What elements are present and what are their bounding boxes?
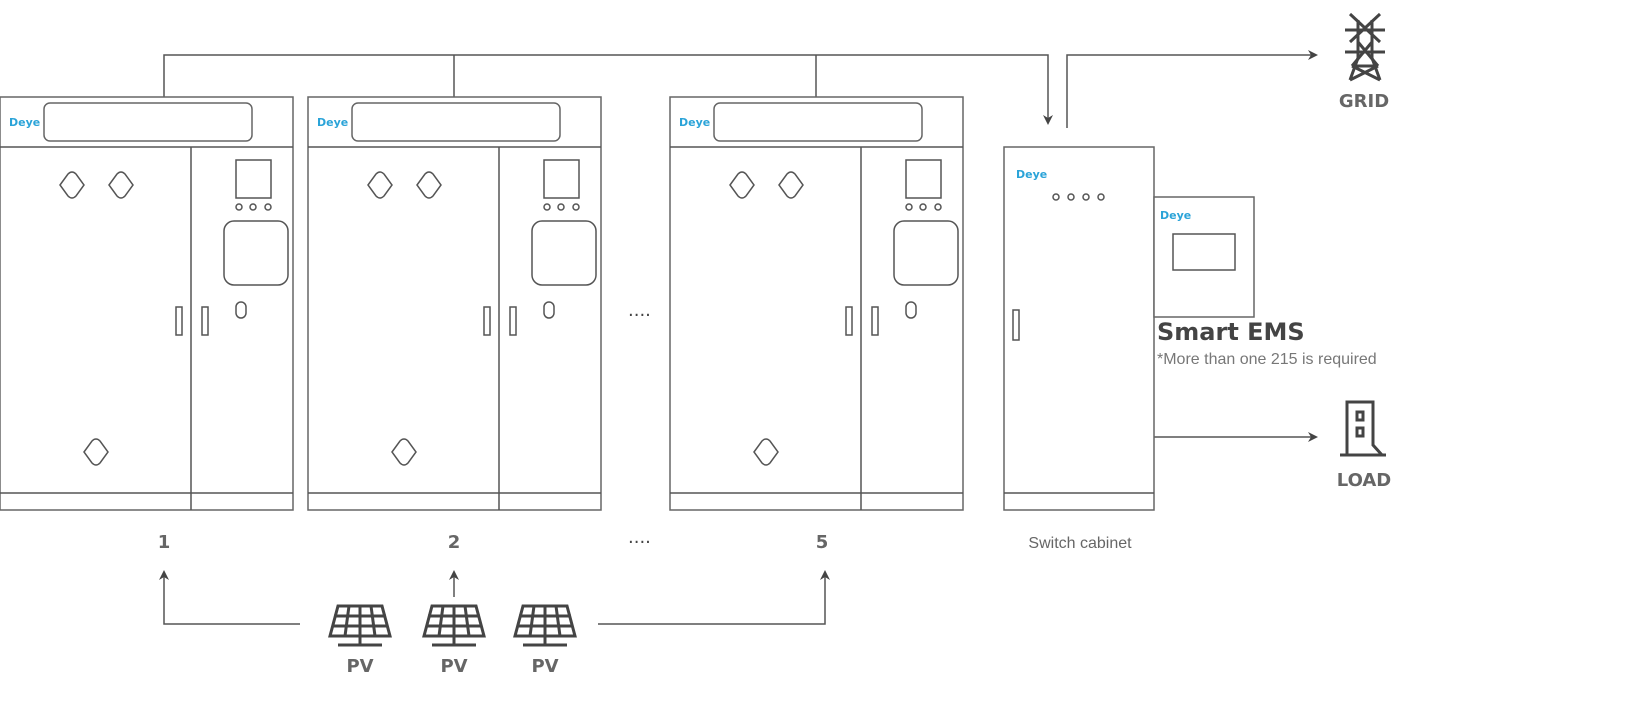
ems-title: Smart EMS: [1157, 318, 1305, 346]
pv-label: PV: [531, 656, 558, 677]
ems-note: *More than one 215 is required: [1157, 351, 1377, 368]
switch-cabinet: Deye: [1003, 146, 1155, 511]
grid-label: GRID: [1339, 91, 1389, 112]
pv-label: PV: [346, 656, 373, 677]
smart-ems-box: Deye: [1153, 196, 1255, 318]
inverter-cabinet-5: Deye: [669, 96, 964, 511]
solar-panel-icon: [422, 604, 486, 647]
grid-tower-icon: [1345, 12, 1385, 82]
ac-bus: [163, 50, 1318, 442]
switch-cabinet-label: Switch cabinet: [1028, 535, 1132, 552]
inverter-label-5: 5: [816, 532, 829, 553]
solar-panel-icon: [513, 604, 577, 647]
inverter-cabinet-1: Deye: [0, 96, 294, 511]
brand-logo: Deye: [1160, 209, 1191, 222]
brand-logo: Deye: [679, 116, 710, 129]
load-label: LOAD: [1337, 470, 1392, 491]
pv-connections: [159, 570, 830, 625]
inverter-label-1: 1: [158, 532, 171, 553]
inverter-label-2: 2: [448, 532, 461, 553]
brand-logo: Deye: [317, 116, 348, 129]
brand-logo: Deye: [1016, 168, 1047, 181]
ellipsis: ....: [628, 300, 651, 321]
pv-label: PV: [440, 656, 467, 677]
inverter-cabinet-2: Deye: [307, 96, 602, 511]
load-building-icon: [1340, 400, 1386, 457]
solar-panel-icon: [328, 604, 392, 647]
brand-logo: Deye: [9, 116, 40, 129]
ellipsis: ....: [628, 527, 651, 548]
